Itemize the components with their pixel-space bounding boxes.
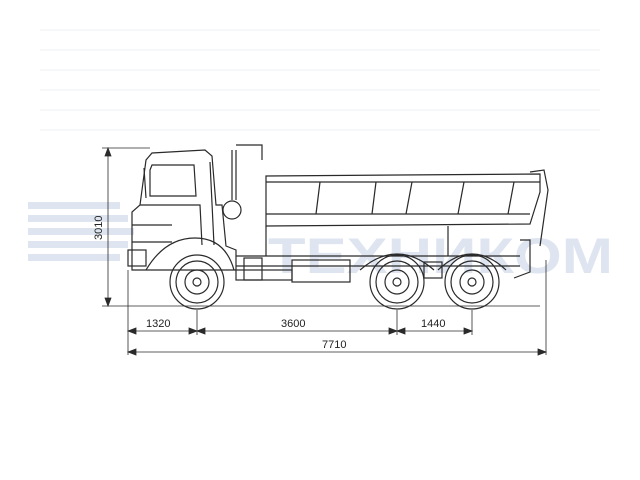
- air-filter: [222, 200, 242, 220]
- watermark-background-lines: [40, 29, 600, 131]
- wheel-front: [169, 254, 225, 310]
- dim-wheelbase: 3600: [281, 318, 305, 330]
- wheel-rear-2: [444, 254, 500, 310]
- dim-front-overhang: 1320: [146, 318, 170, 330]
- dump-body: [265, 173, 541, 227]
- dim-rear-axle-spacing: 1440: [421, 318, 445, 330]
- cab: [131, 149, 237, 271]
- dim-overall-height: 3010: [93, 216, 105, 240]
- dim-overall-length: 7710: [322, 339, 346, 351]
- truck-outline: [125, 144, 549, 310]
- cab-window: [149, 164, 197, 197]
- wheel-rear-1: [369, 254, 425, 310]
- dimension-lines: [102, 146, 548, 356]
